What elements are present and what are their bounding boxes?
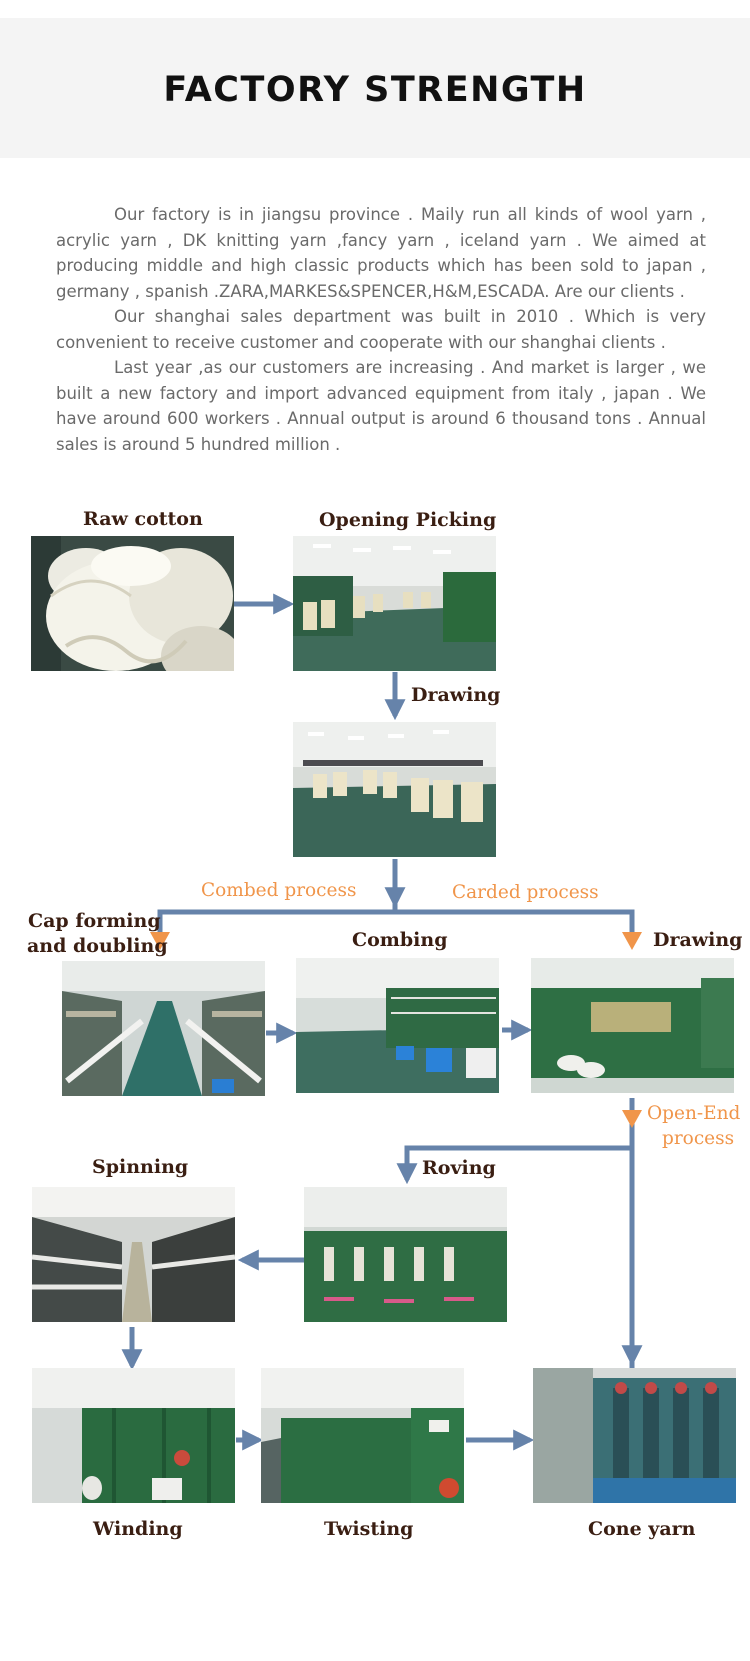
- header-banner: FACTORY STRENGTH: [0, 18, 750, 158]
- step-label-cone-yarn: Cone yarn: [588, 1518, 696, 1540]
- twisting-photo: [261, 1368, 464, 1503]
- open-end-label-2: process: [662, 1128, 735, 1149]
- step-label-cap-forming: Cap forming: [28, 910, 161, 932]
- step-label-raw-cotton: Raw cotton: [83, 508, 203, 530]
- step-label-drawing: Drawing: [411, 684, 501, 706]
- step-label-winding: Winding: [93, 1518, 183, 1540]
- drawing-photo: [293, 722, 496, 857]
- intro-paragraph: Last year ,as our customers are increasi…: [56, 358, 706, 454]
- step-label-opening-picking: Opening Picking: [319, 509, 497, 531]
- step-label-roving: Roving: [422, 1157, 496, 1179]
- combing-photo: [296, 958, 499, 1093]
- winding-photo: [32, 1368, 235, 1503]
- carded-process-label: Carded process: [452, 882, 599, 903]
- combed-process-label: Combed process: [201, 880, 357, 901]
- step-label-twisting: Twisting: [324, 1518, 414, 1540]
- step-label-cap-forming-2: and doubling: [27, 935, 168, 957]
- intro-paragraph: Our factory is in jiangsu province . Mai…: [56, 205, 706, 301]
- spinning-photo: [32, 1187, 235, 1322]
- intro-text: Our factory is in jiangsu province . Mai…: [56, 202, 706, 457]
- opening-picking-photo: [293, 536, 496, 671]
- drawing-carded-photo: [531, 958, 734, 1093]
- step-label-combing: Combing: [352, 929, 448, 951]
- cone-yarn-photo: [533, 1368, 736, 1503]
- step-label-spinning: Spinning: [92, 1156, 189, 1178]
- raw-cotton-photo: [31, 536, 234, 671]
- step-label-drawing-carded: Drawing: [653, 929, 743, 951]
- intro-paragraph: Our shanghai sales department was built …: [56, 307, 706, 352]
- cap-forming-photo: [62, 961, 265, 1096]
- page-title: FACTORY STRENGTH: [163, 70, 587, 110]
- open-end-label: Open-End: [647, 1103, 741, 1124]
- roving-photo: [304, 1187, 507, 1322]
